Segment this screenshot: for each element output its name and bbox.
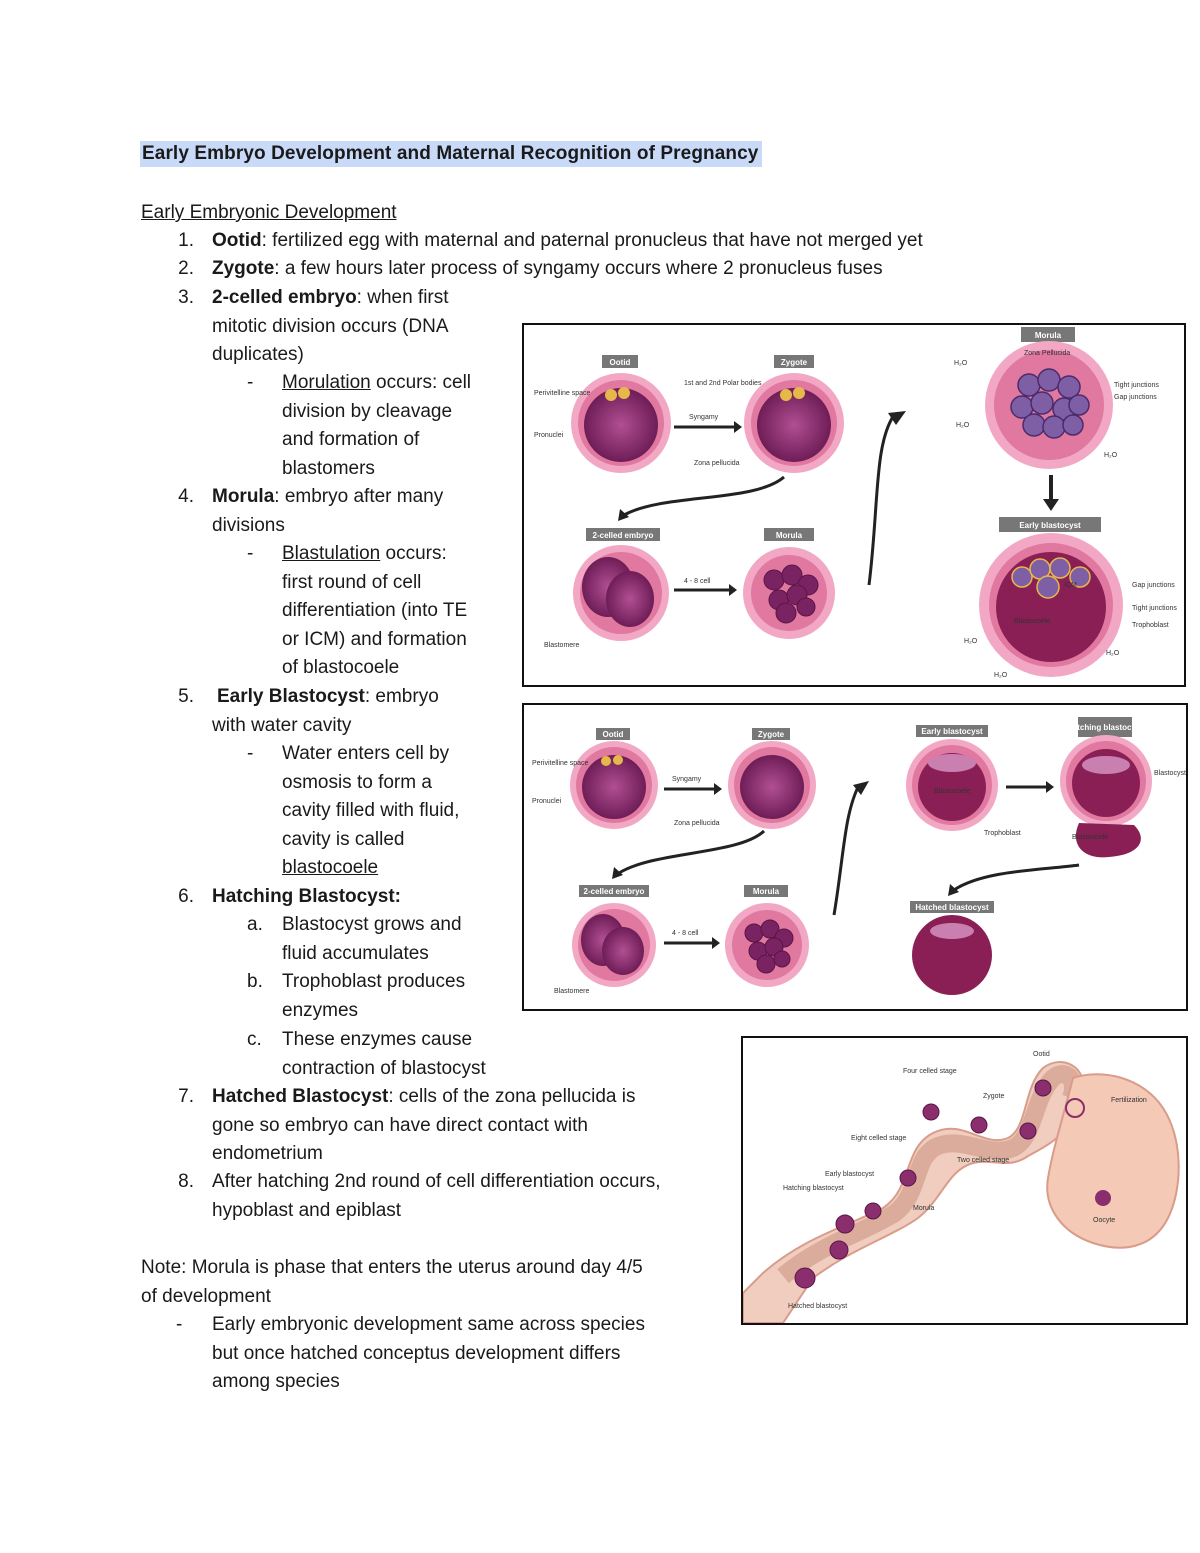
label-morula: Morula: [913, 1205, 935, 1212]
sub-marker: -: [176, 1314, 183, 1335]
list-item: Ootid: fertilized egg with maternal and …: [212, 230, 923, 251]
label-tight-junctions: Tight junctions: [1114, 382, 1159, 389]
note: Note: Morula is phase that enters the ut…: [141, 1257, 643, 1307]
tag-morula: Morula: [776, 531, 803, 540]
figure-1-illustration: Ootid Zygote 2-celled embryo Morula Moru…: [534, 327, 1177, 679]
label-pronuclei: Pronuclei: [534, 432, 564, 439]
figure-2-illustration: Ootid Zygote Early blastocyst Hatching b…: [532, 717, 1186, 995]
label-polar-bodies: 1st and 2nd Polar bodies: [684, 380, 762, 387]
tag-morula: Morula: [753, 887, 780, 896]
label-h2o: H₂O: [964, 638, 978, 645]
label-trophoblast: Trophoblast: [984, 830, 1021, 837]
label-h2o: H₂O: [994, 672, 1008, 679]
figure-embryo-development-morula: Ootid Zygote 2-celled embryo Morula Moru…: [522, 323, 1186, 687]
label-four-celled: Four celled stage: [903, 1068, 957, 1075]
label-hatched-blastocyst: Hatched blastocyst: [788, 1303, 847, 1310]
label-syngamy: Syngamy: [689, 414, 719, 421]
tag-hatched-blastocyst: Hatched blastocyst: [915, 903, 989, 912]
list-item: After hatching 2nd round of cell differe…: [212, 1171, 661, 1221]
sub-marker: a.: [247, 914, 263, 935]
tag-hatching-blastocyst: Hatching blastocyst: [1067, 723, 1143, 732]
label-eight-celled: Eight celled stage: [851, 1135, 906, 1142]
label-perivitelline: Perivitelline space: [532, 760, 589, 767]
label-fertilization: Fertilization: [1111, 1097, 1147, 1104]
label-gap-junctions: Gap junctions: [1114, 394, 1157, 401]
label-zona: Zona pellucida: [674, 820, 720, 827]
label-trophoblast: Trophoblast: [1132, 622, 1169, 629]
label-gap-junctions: Gap junctions: [1132, 582, 1175, 589]
sub-marker: b.: [247, 971, 263, 992]
label-zona: Zona pellucida: [694, 460, 740, 467]
label-perivitelline: Perivitelline space: [534, 390, 591, 397]
label-4-8-cell: 4 - 8 cell: [684, 578, 711, 585]
label-blastocyst: Blastocyst: [1154, 770, 1186, 777]
tag-ootid: Ootid: [603, 730, 624, 739]
label-zona-pellucida: Zona Pellucida: [1024, 350, 1070, 357]
sub-marker: -: [247, 372, 254, 393]
tag-2-celled: 2-celled embryo: [593, 531, 654, 540]
label-blastocoele: Blastocoele: [934, 788, 970, 795]
tag-early-blastocyst: Early blastocyst: [921, 727, 983, 736]
label-zygote: Zygote: [983, 1093, 1005, 1100]
label-blastomere: Blastomere: [544, 642, 580, 649]
figure-3-illustration: Ootid Four celled stage Zygote Fertiliza…: [743, 1051, 1180, 1323]
label-oocyte: Oocyte: [1093, 1217, 1115, 1224]
list-number: 1.: [178, 230, 194, 251]
section-heading: Early Embryonic Development: [141, 202, 397, 223]
list-item: Hatched Blastocyst: cells of the zona pe…: [212, 1086, 636, 1164]
list-number: 2.: [178, 258, 194, 279]
label-two-celled: Two celled stage: [957, 1157, 1009, 1164]
label-ootid: Ootid: [1033, 1051, 1050, 1058]
list-number: 4.: [178, 486, 194, 507]
list-number: 7.: [178, 1086, 194, 1107]
page-title: Early Embryo Development and Maternal Re…: [140, 141, 763, 167]
label-syngamy: Syngamy: [672, 776, 702, 783]
tag-ootid: Ootid: [610, 358, 631, 367]
figure-oviduct-journey: Ootid Four celled stage Zygote Fertiliza…: [741, 1036, 1188, 1325]
label-pronuclei: Pronuclei: [532, 798, 562, 805]
tag-2-celled: 2-celled embryo: [584, 887, 645, 896]
tag-early-blastocyst: Early blastocyst: [1019, 521, 1081, 530]
list-number: 6.: [178, 886, 194, 907]
label-h2o: H₂O: [954, 360, 968, 367]
label-blastocoele: Blastocoele: [1014, 618, 1050, 625]
sub-marker: -: [247, 543, 254, 564]
list-number: 8.: [178, 1171, 194, 1192]
label-early-blastocyst: Early blastocyst: [825, 1171, 874, 1178]
sub-marker: -: [247, 743, 254, 764]
sub-marker: c.: [247, 1029, 262, 1050]
label-hatching-blastocyst: Hatching blastocyst: [783, 1185, 844, 1192]
label-h2o: H₂O: [1104, 452, 1118, 459]
label-h2o: H₂O: [956, 422, 970, 429]
label-blastomere: Blastomere: [554, 988, 590, 995]
label-icm: ICM: [1064, 582, 1077, 589]
tag-zygote: Zygote: [781, 358, 808, 367]
label-h2o: H₂O: [1106, 650, 1120, 657]
list-item: Zygote: a few hours later process of syn…: [212, 258, 883, 279]
label-blastocoele: Blastocoele: [1072, 834, 1108, 841]
list-number: 3.: [178, 287, 194, 308]
tag-zygote: Zygote: [758, 730, 785, 739]
label-4-8-cell: 4 - 8 cell: [672, 930, 699, 937]
figure-embryo-hatching: Ootid Zygote Early blastocyst Hatching b…: [522, 703, 1188, 1011]
note-sub-item: Early embryonic development same across …: [212, 1314, 645, 1392]
list-number: 5.: [178, 686, 194, 707]
label-tight-junctions: Tight junctions: [1132, 605, 1177, 612]
tag-morula-large: Morula: [1035, 331, 1062, 340]
list-item: Hatching Blastocyst:: [212, 886, 401, 907]
